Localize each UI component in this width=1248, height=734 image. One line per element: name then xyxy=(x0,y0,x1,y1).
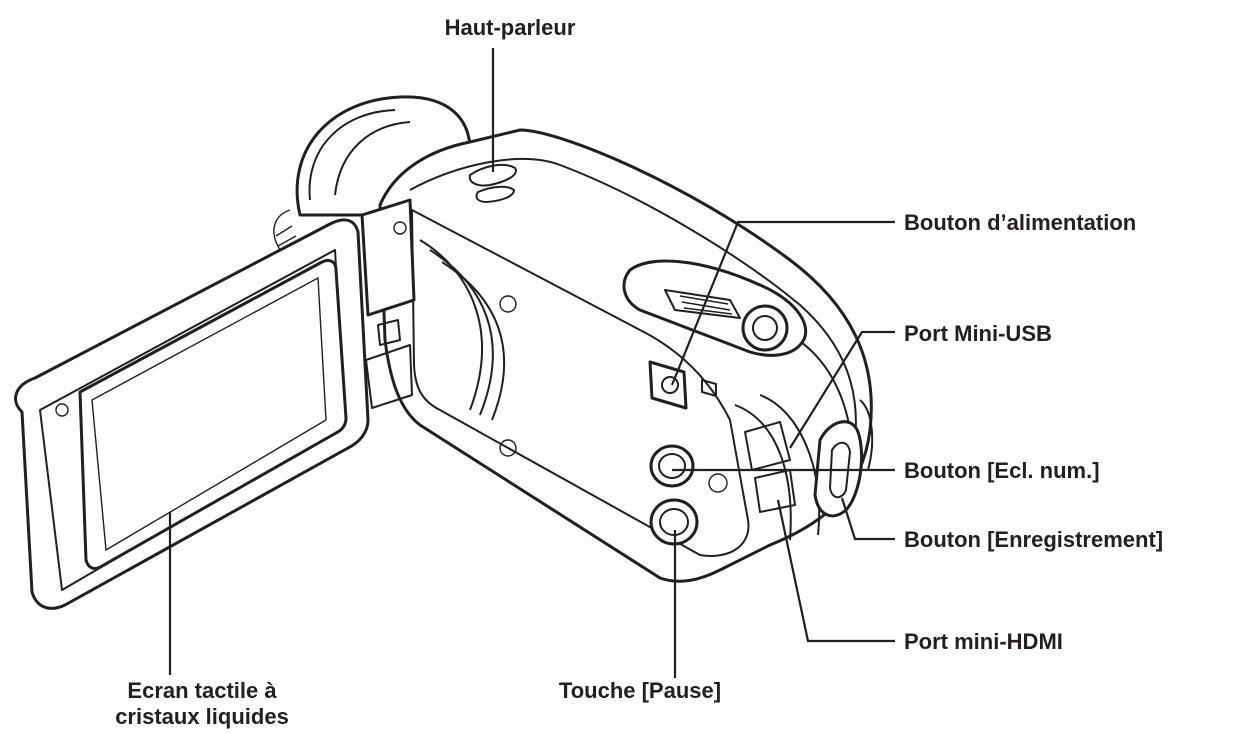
label-mini-hdmi: Port mini-HDMI xyxy=(904,629,1063,654)
top-controls xyxy=(622,259,808,410)
leader-lines xyxy=(168,48,895,678)
label-pause-key: Touche [Pause] xyxy=(559,678,721,703)
digital-light-button[interactable] xyxy=(649,444,695,488)
label-power-button: Bouton d’alimentation xyxy=(904,210,1136,235)
mini-hdmi-port xyxy=(754,469,796,513)
label-zoom-button: Bouton [Ecl. num.] xyxy=(904,458,1100,483)
mini-usb-port xyxy=(744,421,791,471)
label-speaker: Haut-parleur xyxy=(445,15,576,40)
label-mini-usb: Port Mini-USB xyxy=(904,321,1052,346)
label-lcd-line1: Ecran tactile à xyxy=(127,678,277,703)
lcd-screen-panel xyxy=(14,218,370,610)
label-lcd-line2: cristaux liquides xyxy=(115,704,289,729)
speaker-grille xyxy=(468,163,517,187)
rear-controls xyxy=(744,399,874,518)
camera-body xyxy=(360,128,873,583)
label-record-button: Bouton [Enregistrement] xyxy=(904,527,1163,552)
lcd-touch-screen[interactable] xyxy=(78,258,348,570)
record-button[interactable] xyxy=(813,420,864,518)
